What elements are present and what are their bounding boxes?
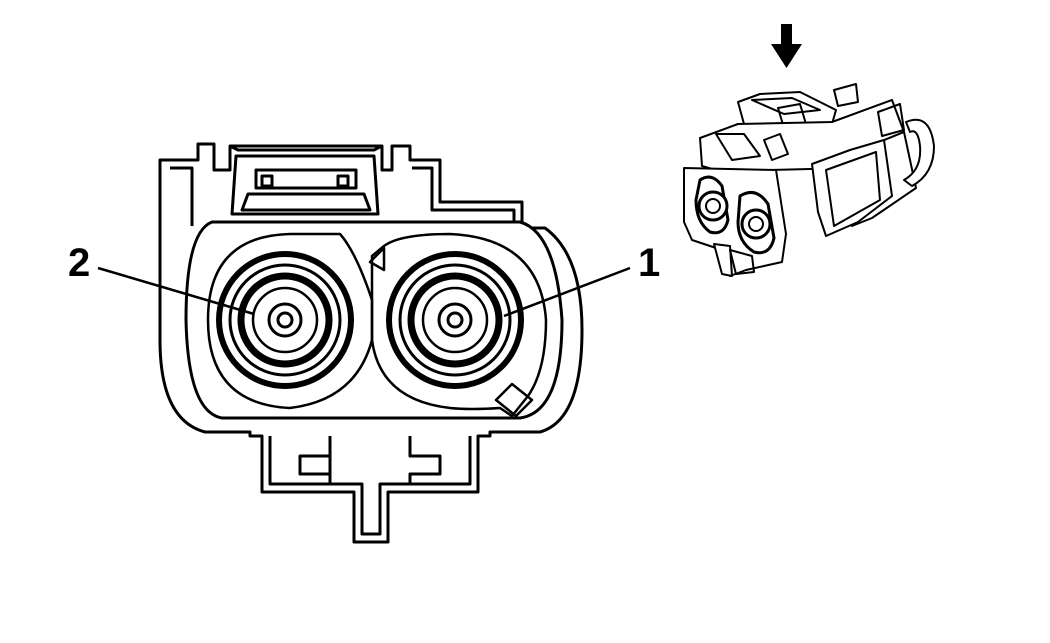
housing-inner-outline bbox=[170, 166, 516, 230]
cavity-pin-1 bbox=[368, 232, 548, 418]
front-face-outline bbox=[184, 220, 564, 420]
pin-label-1: 1 bbox=[638, 241, 660, 285]
connector-front-view bbox=[158, 142, 584, 544]
down-arrow-icon bbox=[771, 24, 802, 68]
leader-line-pin-2 bbox=[97, 266, 255, 316]
top-latch bbox=[229, 144, 383, 216]
leader-line-pin-1 bbox=[503, 266, 631, 318]
connector-iso-view bbox=[683, 83, 935, 277]
bottom-tabs bbox=[268, 436, 472, 536]
pin-label-2: 2 bbox=[68, 241, 90, 285]
